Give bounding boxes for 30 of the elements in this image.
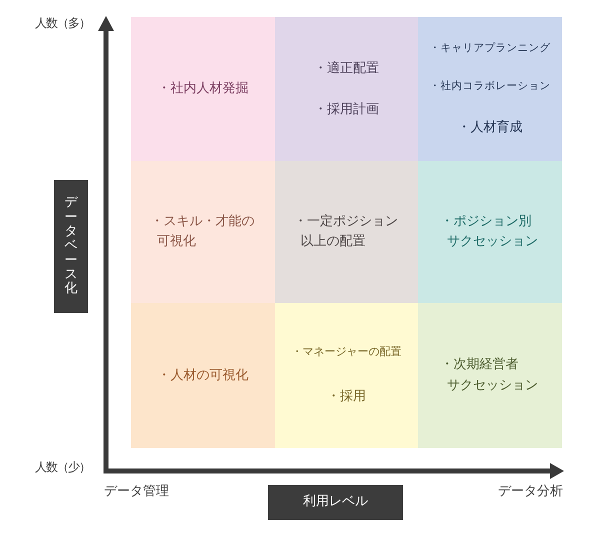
axis-end-label: データ分析 bbox=[498, 484, 563, 501]
bullet-item: ・社内コラボレーション bbox=[430, 79, 550, 94]
bullet-item: ・ポジション別サクセッション bbox=[440, 212, 540, 251]
matrix-cell bbox=[131, 161, 275, 303]
bullet-item: ・人材育成 bbox=[458, 118, 522, 137]
bullet-item: ・一定ポジション以上の配置 bbox=[294, 212, 399, 251]
bullet-item: ・採用 bbox=[327, 388, 366, 406]
matrix-cell bbox=[275, 303, 418, 448]
axis-title-panel bbox=[54, 180, 88, 313]
matrix-cell bbox=[275, 17, 418, 161]
bullet-item: ・マネージャーの配置 bbox=[292, 344, 402, 360]
matrix-cell bbox=[418, 17, 562, 161]
bullet-item: ・採用計画 bbox=[314, 101, 379, 119]
matrix-cell bbox=[418, 161, 562, 303]
bullet-item: ・キャリアプランニング bbox=[430, 40, 550, 56]
axis-end-label: 人数（多） bbox=[35, 16, 90, 32]
axis-title-panel bbox=[268, 485, 403, 520]
bullet-item: ・適正配置 bbox=[314, 60, 379, 78]
axis-title: 利用レベル bbox=[303, 494, 368, 511]
bullet-item: ・社内人材発掘 bbox=[158, 80, 248, 98]
matrix-cell bbox=[131, 303, 275, 448]
bullet-item: ・人材の可視化 bbox=[158, 366, 248, 385]
matrix-cell bbox=[131, 17, 275, 161]
axis-end-label: データ管理 bbox=[104, 484, 169, 501]
axis-end-label: 人数（少） bbox=[35, 460, 90, 476]
bullet-item: ・次期経営者サクセッション bbox=[440, 356, 540, 394]
axis-title: データベース化 bbox=[64, 196, 78, 297]
matrix-cell bbox=[418, 303, 562, 448]
bullet-item: ・スキル・才能の可視化 bbox=[150, 212, 256, 251]
matrix-cell bbox=[275, 161, 418, 303]
